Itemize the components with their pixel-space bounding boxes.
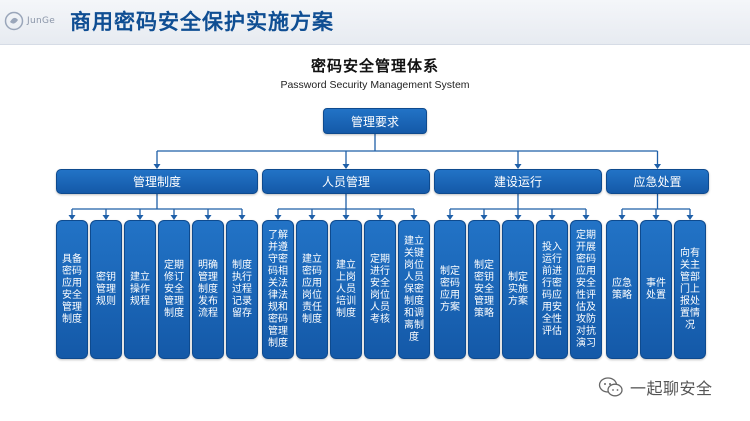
leaf-label: 了解并遵守密码相关法律法规和密码管理制度 (268, 229, 288, 349)
leaf-arrow (274, 215, 282, 220)
leaf-label: 制定密钥安全管理策略 (474, 259, 494, 319)
leaf-node: 定期开展密码应用安全性评估及攻防对抗演习 (570, 220, 602, 359)
diagram-subtitle: Password Security Management System (280, 79, 470, 91)
leaf-arrow (618, 215, 626, 220)
leaf-node: 了解并遵守密码相关法律法规和密码管理制度 (262, 220, 294, 359)
leaf-arrow (204, 215, 212, 220)
leaf-label: 制定密码应用方案 (440, 265, 460, 313)
watermark: 一起聊安全 (598, 374, 748, 400)
logo-text: JunGe (27, 16, 56, 26)
leaf-node: 制定密码应用方案 (434, 220, 466, 359)
category-arrow (654, 164, 661, 169)
leaf-node: 向有关主管部门上报处置情况 (674, 220, 706, 359)
leaf-label: 建立操作规程 (130, 271, 150, 307)
category-node: 建设运行 (434, 169, 602, 194)
header-bar: JunGe 商用密码安全保护实施方案 (0, 0, 750, 45)
leaf-arrow (652, 215, 660, 220)
leaf-arrow (136, 215, 144, 220)
wechat-icon (598, 377, 623, 397)
leaf-label: 投入运行前进行密码应用安全性评估 (542, 241, 562, 337)
leaf-arrow (548, 215, 556, 220)
leaf-arrow (68, 215, 76, 220)
leaf-arrow (410, 215, 418, 220)
leaf-arrow (308, 215, 316, 220)
leaf-node: 密钥管理规则 (90, 220, 122, 359)
leaf-label: 具备密码应用安全管理制度 (62, 253, 82, 325)
category-node: 管理制度 (56, 169, 258, 194)
leaf-label: 定期修订安全管理制度 (164, 259, 184, 319)
category-arrow (153, 164, 161, 169)
leaf-arrow (514, 215, 522, 220)
category-arrow (514, 164, 522, 169)
leaf-node: 建立密码应用岗位责任制度 (296, 220, 328, 359)
leaf-arrow (480, 215, 488, 220)
leaf-node: 定期进行安全岗位人员考核 (364, 220, 396, 359)
root-node: 管理要求 (323, 108, 427, 134)
leaf-arrow (170, 215, 178, 220)
leaf-label: 定期进行安全岗位人员考核 (370, 253, 390, 325)
diagram-title: 密码安全管理体系 (310, 57, 439, 75)
leaf-node: 建立上岗人员培训制度 (330, 220, 362, 359)
leaf-node: 建立操作规程 (124, 220, 156, 359)
leaf-label: 制定实施方案 (508, 271, 528, 307)
leaf-node: 应急策略 (606, 220, 638, 359)
leaf-label: 定期开展密码应用安全性评估及攻防对抗演习 (576, 229, 596, 349)
leaf-label: 明确管理制度发布流程 (198, 259, 218, 319)
leaf-node: 建立关键岗位人员保密制度和调离制度 (398, 220, 430, 359)
category-node: 应急处置 (606, 169, 709, 194)
leaf-arrow (102, 215, 110, 220)
watermark-text: 一起聊安全 (630, 379, 713, 398)
leaf-label: 建立关键岗位人员保密制度和调离制度 (404, 235, 424, 343)
leaf-node: 制定密钥安全管理策略 (468, 220, 500, 359)
leaf-label: 制度执行过程记录留存 (232, 259, 252, 319)
leaf-node: 明确管理制度发布流程 (192, 220, 224, 359)
leaf-arrow (238, 215, 246, 220)
leaf-node: 事件处置 (640, 220, 672, 359)
leaf-arrow (446, 215, 454, 220)
leaf-label: 密钥管理规则 (96, 271, 116, 307)
leaf-node: 定期修订安全管理制度 (158, 220, 190, 359)
page-title: 商用密码安全保护实施方案 (70, 9, 334, 34)
leaf-label: 建立密码应用岗位责任制度 (302, 253, 322, 325)
leaf-node: 制定实施方案 (502, 220, 534, 359)
leaf-node: 具备密码应用安全管理制度 (56, 220, 88, 359)
leaf-arrow (342, 215, 350, 220)
leaf-arrow (686, 215, 694, 220)
leaf-arrow (582, 215, 590, 220)
logo-icon (4, 11, 24, 31)
leaf-label: 向有关主管部门上报处置情况 (680, 247, 700, 331)
category-arrow (342, 164, 350, 169)
leaf-node: 制度执行过程记录留存 (226, 220, 258, 359)
logo: JunGe (4, 6, 62, 36)
leaf-label: 应急策略 (612, 277, 632, 301)
category-node: 人员管理 (262, 169, 430, 194)
leaf-arrow (376, 215, 384, 220)
leaf-label: 建立上岗人员培训制度 (336, 259, 356, 319)
leaf-node: 投入运行前进行密码应用安全性评估 (536, 220, 568, 359)
leaf-label: 事件处置 (646, 277, 666, 301)
